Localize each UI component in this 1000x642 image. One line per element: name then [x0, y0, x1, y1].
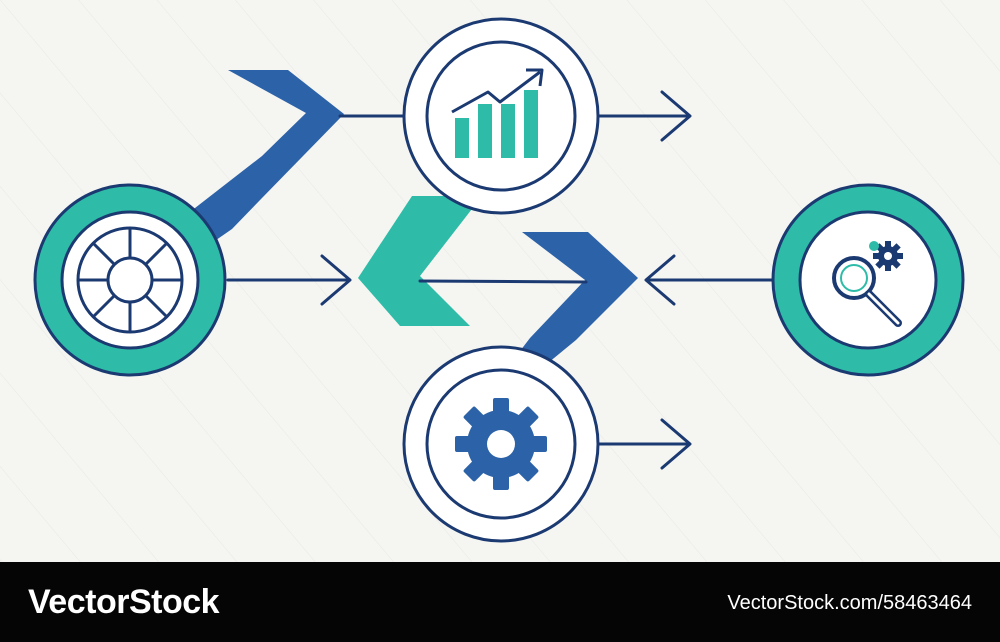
node-lifebuoy — [33, 183, 227, 377]
blue-chevron-arrow-bottom — [504, 232, 638, 372]
connectors — [226, 90, 774, 470]
node-growth-chart — [402, 17, 600, 215]
teal-chevron-arrow — [358, 196, 482, 326]
magnifier-gear-icon — [832, 241, 903, 327]
lifebuoy-icon — [76, 226, 184, 334]
arrowhead-top-right — [660, 90, 692, 142]
process-diagram — [0, 0, 1000, 562]
blue-chevron-arrow-top — [186, 70, 344, 247]
diagram-svg — [0, 0, 1000, 562]
image-id-text: VectorStock.com/58463464 — [727, 592, 972, 614]
connector-middle — [418, 279, 588, 284]
node-search-settings — [771, 183, 965, 377]
arrowhead-middle-right — [320, 254, 352, 306]
brand-logo-text: VectorStock — [28, 583, 220, 621]
gear-icon — [455, 398, 547, 490]
footer-bar: VectorStock VectorStock.com/58463464 — [0, 562, 1000, 642]
arrowhead-middle-left — [644, 254, 676, 306]
node-settings — [402, 345, 600, 543]
bar-chart-growth-icon — [451, 68, 544, 158]
arrowhead-bottom-right — [660, 418, 692, 470]
